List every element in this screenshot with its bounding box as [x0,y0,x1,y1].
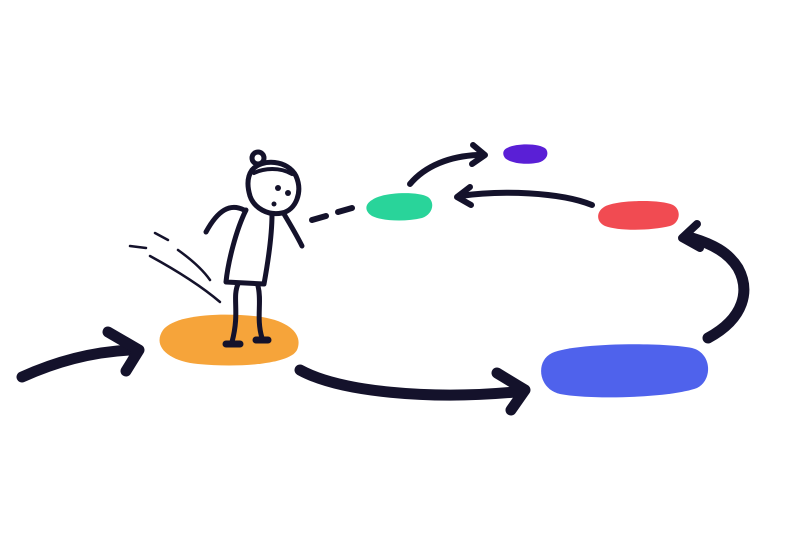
motion-line-4 [176,248,212,282]
red-pad [598,201,679,230]
figure-mouth [271,201,277,207]
motion-line-2 [153,231,170,242]
blue-pad [541,344,709,398]
stick-figure [203,149,305,348]
figure-arm-left [203,204,247,235]
blue-to-red-arrow-head [678,220,704,252]
figure-arm-right [281,211,305,249]
figure-body [223,207,275,287]
motion-line-3 [148,254,222,304]
motion-line-1 [128,244,148,250]
orange-to-blue-arrow-head [491,367,531,416]
orange-pad [159,314,299,366]
jump-path-dash-2 [335,205,355,215]
red-to-green-arrow [457,189,595,208]
purple-pad [503,144,548,164]
orange-to-blue-arrow [294,364,521,401]
green-pad [366,193,433,221]
figure-leg-right [255,283,265,341]
figure-eye-right [285,190,291,196]
blue-to-red-arrow [686,232,750,344]
red-to-green-arrow-head [454,184,474,208]
jump-path-dash-1 [309,213,329,223]
figure-leg-left [229,281,241,345]
entry-arrow [16,344,136,383]
entry-arrow-head [102,326,145,377]
figure-hairline [252,167,294,176]
green-to-purple-arrow-head [469,142,488,167]
green-to-purple-arrow [407,152,481,187]
figure-eye-left [275,185,281,191]
